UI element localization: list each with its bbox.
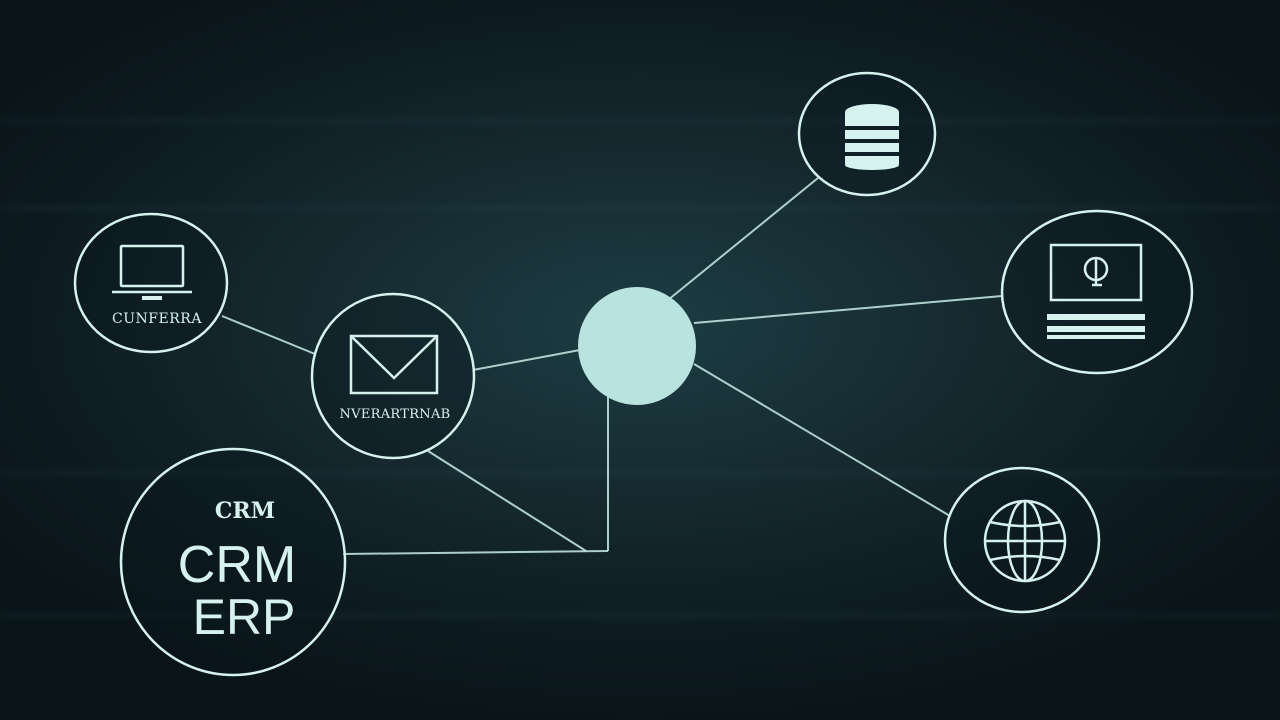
crm-erp-node[interactable]: CRM CRM ERP xyxy=(119,447,347,677)
background-band xyxy=(0,470,1280,476)
link-email-junction xyxy=(427,450,587,552)
globe-node[interactable] xyxy=(943,466,1101,614)
link-crm-junction xyxy=(342,550,609,555)
computer-node[interactable]: CUNFERRA xyxy=(73,212,229,354)
connection-lines xyxy=(221,177,1003,555)
database-node[interactable] xyxy=(797,71,937,197)
crm-small-label: CRM xyxy=(215,498,275,524)
email-node-label: NVERARTRNAB xyxy=(339,407,450,422)
monitor-node-ring xyxy=(1000,209,1194,375)
envelope-icon xyxy=(349,334,439,395)
monitor-at-sign-icon xyxy=(1047,243,1145,339)
link-hub-database xyxy=(667,177,819,301)
globe-icon xyxy=(983,499,1067,583)
background-band xyxy=(0,205,1280,211)
background-band xyxy=(0,118,1280,124)
link-hub-globe xyxy=(693,363,951,517)
crm-label: CRM xyxy=(178,536,296,594)
monitor-node[interactable] xyxy=(1000,209,1194,375)
desktop-computer-icon xyxy=(112,244,192,300)
computer-node-ring xyxy=(73,212,229,354)
crm-erp-node-ring xyxy=(119,447,347,677)
database-icon xyxy=(845,104,899,170)
erp-label: ERP xyxy=(193,589,296,645)
link-hub-monitor xyxy=(693,295,1003,324)
email-node[interactable]: NVERARTRNAB xyxy=(310,292,476,460)
link-email-hub xyxy=(472,349,581,371)
hub-node[interactable] xyxy=(578,287,696,405)
background-band xyxy=(0,612,1280,618)
link-computer-email xyxy=(221,315,316,355)
computer-node-label: CUNFERRA xyxy=(112,311,202,327)
